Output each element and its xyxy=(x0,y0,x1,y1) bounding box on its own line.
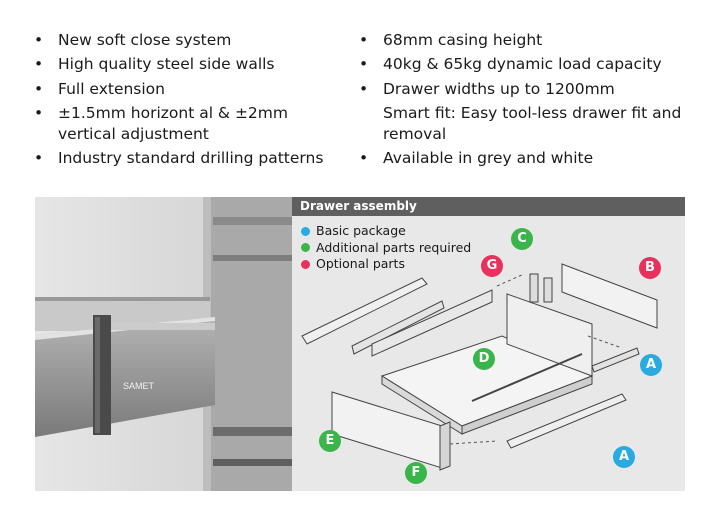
feature-item: •Drawer widths up to 1200mm xyxy=(359,79,615,98)
legend-swatch-additional xyxy=(301,243,310,253)
bullet-icon: • xyxy=(34,149,44,168)
feature-item: •Full extension xyxy=(34,79,165,98)
label-badge-e: E xyxy=(319,430,341,452)
label-badge-a-bottom: A xyxy=(613,446,635,468)
brand-logo: SAMET xyxy=(123,381,155,391)
feature-item: •Available in grey and white xyxy=(359,149,594,168)
feature-item: •40kg & 65kg dynamic load capacity xyxy=(359,55,662,74)
label-badge-a-top: A xyxy=(640,354,662,376)
label-badge-d: D xyxy=(473,348,495,370)
feature-item: •New soft close system xyxy=(34,31,232,49)
legend-item: Basic package xyxy=(301,223,471,240)
drawer-photo-illustration: SAMET xyxy=(35,197,292,491)
legend-swatch-optional xyxy=(301,259,310,269)
legend-swatch-basic xyxy=(301,226,310,236)
label-badge-b: B xyxy=(639,257,661,279)
label-badge-f: F xyxy=(405,462,427,484)
diagram-title: Drawer assembly xyxy=(292,197,685,216)
exploded-view-illustration xyxy=(301,263,658,471)
bullet-icon: • xyxy=(359,149,369,168)
bullet-icon: • xyxy=(34,55,44,74)
label-badge-c: C xyxy=(511,228,533,250)
bullet-icon: • xyxy=(34,104,44,123)
features-left: •New soft close system •High quality ste… xyxy=(32,30,342,173)
feature-item: •Industry standard drilling patterns xyxy=(34,149,324,168)
bullet-icon: • xyxy=(359,55,369,74)
feature-item: •68mm casing height xyxy=(359,31,543,49)
diagram-legend: Basic package Additional parts required … xyxy=(301,223,471,273)
legend-item: Additional parts required xyxy=(301,240,471,257)
bullet-icon: • xyxy=(359,79,369,98)
bullet-icon: • xyxy=(359,31,369,49)
legend-item: Optional parts xyxy=(301,256,471,273)
assembly-diagram: Drawer assembly xyxy=(292,197,685,491)
feature-item: Smart fit: Easy tool-less drawer fit and… xyxy=(383,104,682,143)
features-right: •68mm casing height •40kg & 65kg dynamic… xyxy=(357,30,687,173)
label-badge-g: G xyxy=(481,255,503,277)
feature-item: •High quality steel side walls xyxy=(34,55,275,74)
bullet-icon: • xyxy=(34,79,44,98)
drawer-photo: SAMET xyxy=(35,197,292,491)
bullet-icon: • xyxy=(34,31,44,49)
feature-item: •±1.5mm horizont al & ±2mm vertical adju… xyxy=(34,104,288,143)
